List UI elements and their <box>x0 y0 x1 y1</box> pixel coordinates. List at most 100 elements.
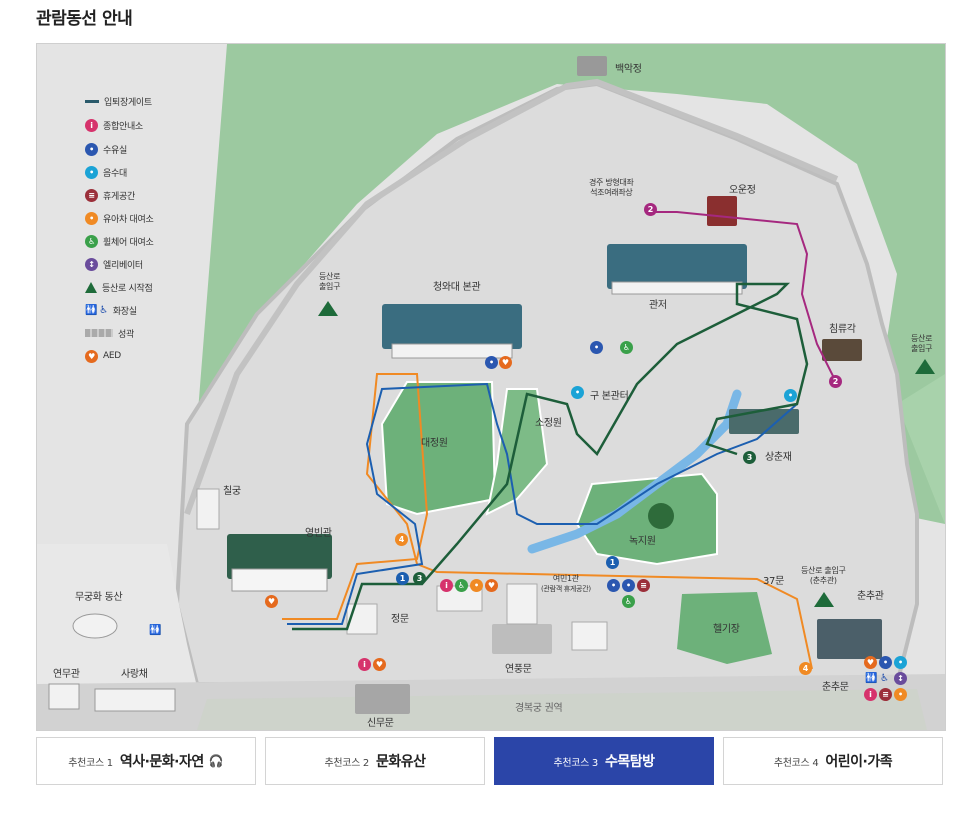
info-icon: i <box>440 579 453 592</box>
route-2-marker[interactable]: 2 <box>829 375 842 388</box>
forest-right <box>897 374 945 524</box>
place-sangchun[interactable]: 상춘재 <box>765 452 792 463</box>
tab-course-3[interactable]: 추천코스 3 수목탐방 <box>494 737 714 785</box>
legend-label: 종합안내소 <box>103 121 143 132</box>
place-oun[interactable]: 오운정 <box>729 185 756 196</box>
water-room-icon: • <box>85 142 98 156</box>
stroller-icon: • <box>85 211 98 225</box>
place-gwanjeo[interactable]: 관저 <box>649 300 667 311</box>
water-room-icon: • <box>879 656 892 669</box>
mugunghwa-circle <box>72 613 118 639</box>
aed-icon: ♥ <box>85 349 98 363</box>
wheelchair-icon: ♿ <box>620 341 633 354</box>
legend-label: 화장실 <box>112 306 137 317</box>
legend-item: 성곽 <box>85 326 134 340</box>
legend-item: ♿휠체어 대여소 <box>85 234 154 248</box>
route-3-marker[interactable]: 3 <box>413 572 426 585</box>
place-daejeong[interactable]: 대정원 <box>421 438 448 449</box>
aed-icon: ♥ <box>265 595 278 608</box>
trailhead-left-marker <box>318 301 338 316</box>
fortress-wall-icon <box>85 329 113 337</box>
place-sarang[interactable]: 사랑채 <box>121 669 148 680</box>
place-baegak[interactable]: 백악정 <box>615 64 642 75</box>
place-chimnyu[interactable]: 침류각 <box>829 324 856 335</box>
aed-icon: ♥ <box>499 356 512 369</box>
place-heliport[interactable]: 헬기장 <box>713 624 740 635</box>
legend-label: 성곽 <box>118 329 134 340</box>
forest-top <box>197 44 945 524</box>
place-trail-chunchu[interactable]: 등산로 출입구(춘추관) <box>801 566 846 586</box>
place-yeonmin-line2: (관람객 휴게공간) <box>541 585 591 593</box>
place-mugunghwa[interactable]: 무궁화 동산 <box>75 592 123 603</box>
route-1-path <box>287 382 798 625</box>
place-trail-right-line1: 등산로 <box>911 334 933 343</box>
tab-course-4-sub: 추천코스 4 <box>773 757 819 769</box>
sangchun-building <box>729 409 799 434</box>
legend-label: 입퇴장게이트 <box>104 97 152 108</box>
rest-area-icon: ≡ <box>879 688 892 701</box>
fountain-icon: • <box>894 656 907 669</box>
place-sinmu[interactable]: 신무문 <box>367 718 394 729</box>
map-drawing <box>37 44 945 730</box>
route-4-marker[interactable]: 4 <box>395 533 408 546</box>
aed-icon: ♥ <box>864 656 877 669</box>
aed-icon: ♥ <box>485 579 498 592</box>
headphones-icon[interactable]: 🎧 <box>208 754 224 768</box>
place-yeonpung[interactable]: 연풍문 <box>505 664 532 675</box>
legend-label: 음수대 <box>103 168 127 179</box>
oun-building <box>707 196 737 226</box>
rest-area-icon: ≡ <box>85 188 98 202</box>
route-2-marker[interactable]: 2 <box>644 203 657 216</box>
legend-item: •유아차 대여소 <box>85 211 154 225</box>
place-gate37[interactable]: 37문 <box>763 576 785 587</box>
route-4-marker[interactable]: 4 <box>799 662 812 675</box>
route-1-marker[interactable]: 1 <box>396 572 409 585</box>
place-jeongmun[interactable]: 정문 <box>391 614 409 625</box>
legend-label: 휴게공간 <box>103 191 135 202</box>
water-room-icon: • <box>622 579 635 592</box>
place-yeonmin[interactable]: 여민1관(관람객 휴게공간) <box>541 574 591 594</box>
tab-course-2[interactable]: 추천코스 2 문화유산 <box>265 737 485 785</box>
tab-course-1[interactable]: 추천코스 1 역사·문화·자연 🎧 <box>36 737 256 785</box>
info-icon: i <box>358 658 371 671</box>
water-room-icon: • <box>590 341 603 354</box>
page-title: 관람동선 안내 <box>36 9 133 29</box>
wheelchair-icon: ♿ <box>85 234 98 248</box>
place-trail-chunchu-line2: (춘추관) <box>809 576 837 585</box>
restroom-icon: 🚻 <box>149 625 162 636</box>
restroom-icon: 🚻 <box>865 673 878 684</box>
tab-course-2-label: 문화유산 <box>376 754 426 770</box>
route-3-marker[interactable]: 3 <box>743 451 756 464</box>
tab-course-4[interactable]: 추천코스 4 어린이·가족 <box>723 737 943 785</box>
water-room-icon: • <box>607 579 620 592</box>
place-trail-left-line2: 출입구 <box>319 282 341 291</box>
tab-course-2-sub: 추천코스 2 <box>324 757 369 769</box>
stroller-icon: • <box>894 688 907 701</box>
place-sojeong[interactable]: 소정원 <box>535 418 562 429</box>
place-old-hall[interactable]: 구 본관터 <box>590 391 629 402</box>
legend-item: ♥AED <box>85 349 121 363</box>
daejeong-lawn <box>380 381 497 516</box>
sojeong-lawn <box>485 388 549 516</box>
wheelchair-icon: ♿ <box>455 579 468 592</box>
place-chunchugwan[interactable]: 춘추관 <box>857 591 884 602</box>
yeonmu-building <box>48 683 80 710</box>
place-chunchumun[interactable]: 춘추문 <box>822 682 849 693</box>
wheelchair-icon: ♿ <box>622 595 635 608</box>
place-chilgung[interactable]: 칠궁 <box>223 486 241 497</box>
route-3-path <box>292 282 809 631</box>
tab-course-1-sub: 추천코스 1 <box>68 757 113 769</box>
place-main-building[interactable]: 청와대 본관 <box>433 282 481 293</box>
place-yeonmu[interactable]: 연무관 <box>53 669 80 680</box>
place-nokji[interactable]: 녹지원 <box>629 536 656 547</box>
place-yeongbin[interactable]: 영빈관 <box>305 528 332 539</box>
sinmu-building <box>355 684 410 714</box>
route-1-marker[interactable]: 1 <box>606 556 619 569</box>
trailhead-chunchu-marker <box>814 592 834 607</box>
elevator-icon: ↕ <box>894 672 907 685</box>
tree-nokji <box>648 503 674 529</box>
